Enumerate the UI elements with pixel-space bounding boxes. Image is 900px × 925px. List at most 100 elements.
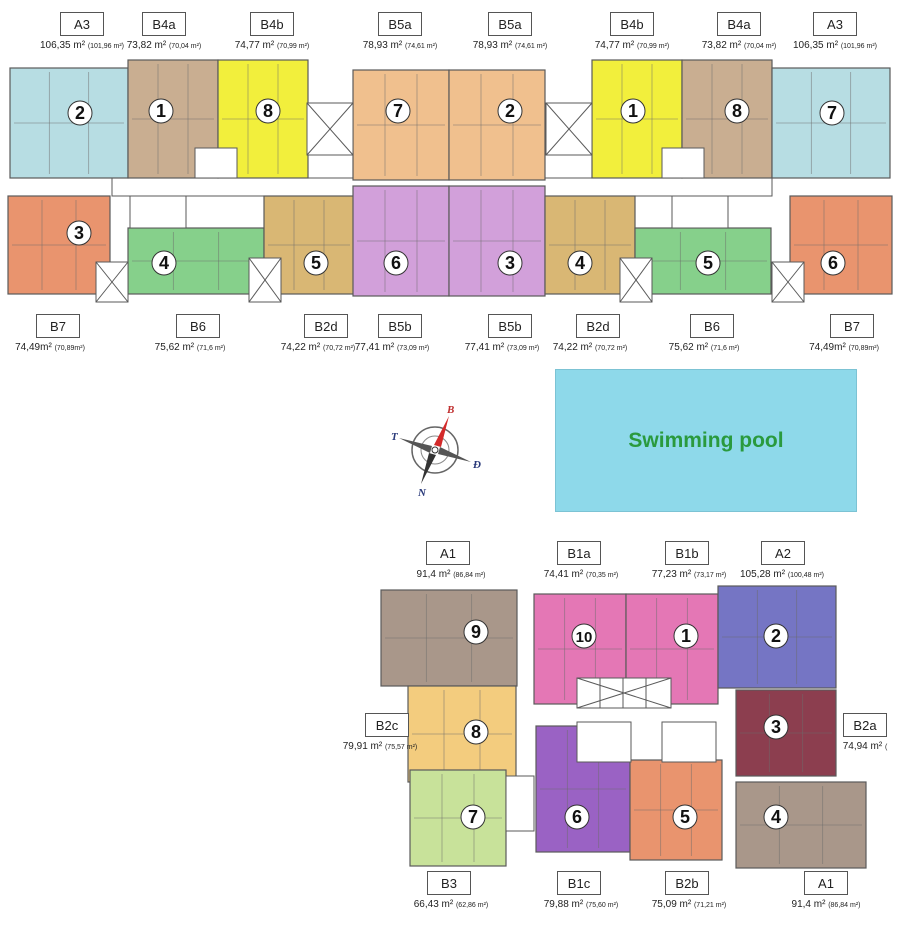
unit-type-label: B2b [665, 871, 709, 895]
unit-area: 106,35 m² (101,96 m²) [793, 40, 877, 51]
unit-area-net: (74,61 m²) [404, 43, 438, 50]
unit-area-gross: 75,62 m² [154, 342, 197, 353]
unit-number: 3 [74, 223, 84, 243]
swimming-pool: Swimming pool [555, 369, 857, 512]
unit-area: 77,41 m² (73,09 m²) [465, 342, 540, 353]
unit-type-label: B2c [365, 713, 409, 737]
unit-type-label: B7 [36, 314, 80, 338]
unit-type-label: B5b [488, 314, 532, 338]
compass-label-south: N [417, 487, 427, 499]
unit-number-badge [148, 98, 174, 124]
unit-number-badge [497, 98, 523, 124]
stairwell-cross [545, 102, 593, 156]
compass-label-east: Đ [472, 459, 481, 471]
unit-area: 74,77 m² (70,99 m²) [595, 40, 670, 51]
stairwell [671, 195, 729, 229]
unit-area: 74,22 m² (70,72 m²) [281, 342, 356, 353]
shaft-cross [95, 261, 129, 303]
unit-area-net: (75,57 m²) [384, 744, 418, 751]
unit-type-label: B1a [557, 541, 601, 565]
unit-type-label: B2a [843, 713, 887, 737]
unit-type-label: B7 [830, 314, 874, 338]
unit-area-gross: 74,77 m² [594, 40, 637, 51]
unit-area-gross: 106,35 m² [793, 40, 841, 51]
unit-number: 4 [771, 807, 781, 827]
unit-area: 73,82 m² (70,04 m²) [702, 40, 777, 51]
elevator-shaft [194, 147, 238, 179]
unit-area: 66,43 m² (62,86 m²) [414, 899, 489, 910]
unit-area-net: (100,48 m²) [787, 572, 824, 579]
unit-number-badge [724, 98, 750, 124]
elevator-shaft [661, 147, 705, 179]
unit-area-gross: 74,41 m² [543, 569, 586, 580]
unit-area-gross: 74,22 m² [280, 342, 323, 353]
unit-number-badge [463, 719, 489, 745]
unit-area: 77,41 m² (73,09 m²) [355, 342, 430, 353]
unit-area-net: (70,99 m²) [276, 43, 310, 50]
unit-number-badge [567, 250, 593, 276]
unit-number-badge [255, 98, 281, 124]
unit-type-label: A2 [761, 541, 805, 565]
unit-area-net: (71,6 m²) [710, 345, 740, 352]
unit-number-badge [819, 100, 845, 126]
stairwell [129, 195, 187, 229]
unit-type-label: B5a [488, 12, 532, 36]
unit-area-gross: 74,22 m² [552, 342, 595, 353]
unit-area: 74,77 m² (70,99 m²) [235, 40, 310, 51]
unit-area-gross: 79,91 m² [342, 741, 385, 752]
unit-number: 1 [156, 101, 166, 121]
unit-number: 7 [468, 807, 478, 827]
compass-ring [411, 426, 459, 474]
unit-area: 74,49m² (70,89m²) [15, 342, 85, 353]
unit-area-gross: 74,77 m² [234, 40, 277, 51]
unit-type-label: B6 [176, 314, 220, 338]
unit-number: 5 [311, 253, 321, 273]
unit-type-label: A3 [60, 12, 104, 36]
unit-area-net: (73,09 m²) [396, 345, 430, 352]
unit-area-net: (73,09 m²) [506, 345, 540, 352]
unit-number: 3 [505, 253, 515, 273]
unit-area-gross: 78,93 m² [472, 40, 515, 51]
unit-area: 77,23 m² (73,17 m²) [652, 569, 727, 580]
unit-type-label: B3 [427, 871, 471, 895]
unit-area-net: (86,84 m²) [828, 902, 861, 909]
unit-number-badge [67, 100, 93, 126]
unit-area: 91,4 m² (86,84 m²) [792, 899, 861, 910]
unit-area-net: (70,35 m²) [585, 572, 619, 579]
unit-number: 6 [572, 807, 582, 827]
stairwell-cross [306, 102, 354, 156]
compass-label-north: B [446, 404, 454, 416]
unit-number-badge [303, 250, 329, 276]
unit-area: 78,93 m² (74,61 m²) [473, 40, 548, 51]
unit-area: 74,41 m² (70,35 m²) [544, 569, 619, 580]
unit-number: 5 [703, 253, 713, 273]
unit-area-gross: 75,09 m² [651, 899, 694, 910]
unit-area: 79,91 m² (75,57 m²) [343, 741, 418, 752]
unit-area-gross: 74,49m² [15, 342, 55, 353]
unit-type-label: B4b [610, 12, 654, 36]
unit-number-badge [763, 804, 789, 830]
unit-number-badge [763, 714, 789, 740]
unit-area-gross: 66,43 m² [413, 899, 456, 910]
compass-needle-south [421, 453, 436, 484]
unit-area-net: (74,61 m²) [514, 43, 548, 50]
unit-area-net: (70,72 m²) [594, 345, 628, 352]
unit-number: 8 [471, 722, 481, 742]
unit-area-net: (73,17 m²) [693, 572, 727, 579]
unit-number: 5 [680, 807, 690, 827]
unit-area-gross: 74,94 m² [842, 741, 885, 752]
unit-area-net: (86,84 m²) [453, 572, 486, 579]
unit-number: 4 [159, 253, 169, 273]
unit-type-label: B1c [557, 871, 601, 895]
unit-type-label: B4b [250, 12, 294, 36]
compass-needle-west [399, 438, 432, 453]
swimming-pool-label: Swimming pool [628, 428, 784, 452]
unit-number: 6 [391, 253, 401, 273]
unit-area: 74,22 m² (70,72 m²) [553, 342, 628, 353]
unit-area-net: (70,89m²) [54, 345, 85, 352]
elevator-cross [576, 677, 672, 709]
unit-area: 75,62 m² (71,6 m²) [669, 342, 740, 353]
unit-number: 2 [75, 103, 85, 123]
